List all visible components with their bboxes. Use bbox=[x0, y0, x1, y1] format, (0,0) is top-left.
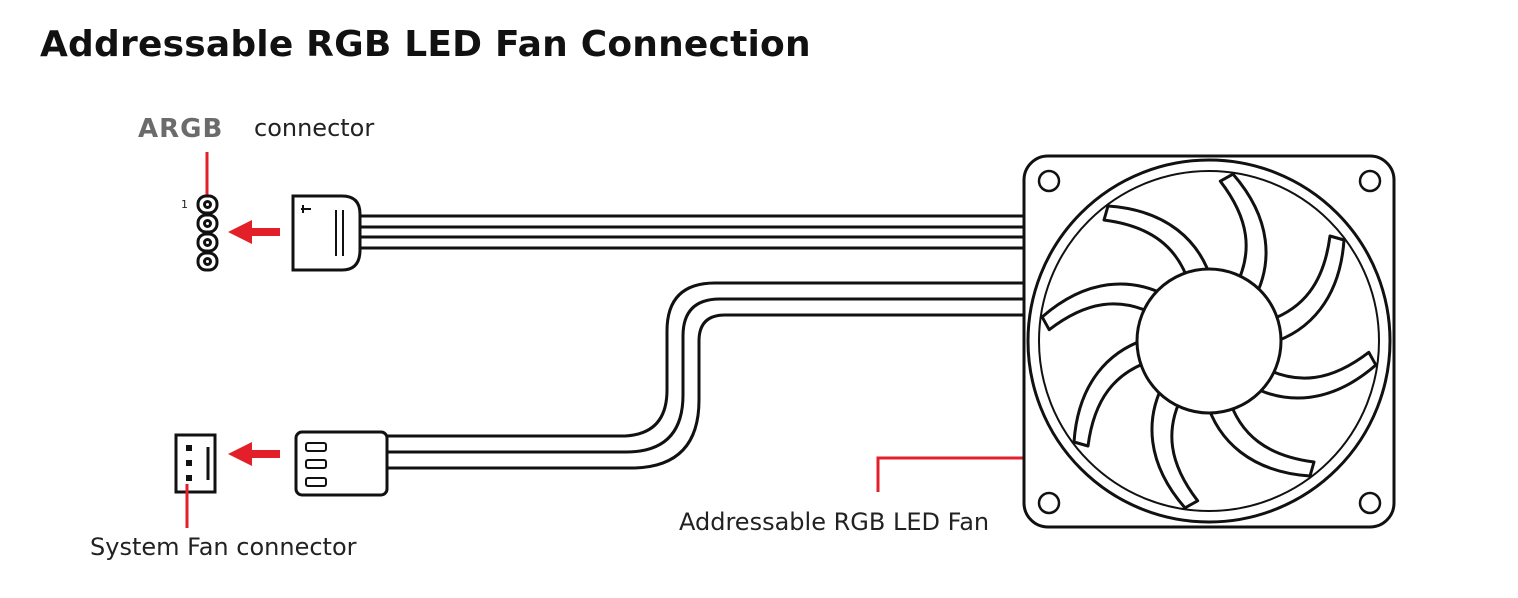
system-fan-header bbox=[174, 433, 217, 528]
pin-one-marker: 1 bbox=[181, 198, 188, 211]
fan-blades bbox=[1040, 172, 1378, 510]
mounting-hole bbox=[1037, 491, 1061, 515]
argb-fan-pointer-line bbox=[876, 456, 1046, 492]
system-fan-connector-label: System Fan connector bbox=[90, 533, 357, 561]
mounting-hole bbox=[1358, 491, 1382, 515]
fan-cable bbox=[386, 281, 1026, 470]
system-fan-arrow bbox=[228, 442, 280, 466]
argb-plug bbox=[291, 194, 362, 272]
argb-fan bbox=[1022, 154, 1396, 529]
argb-arrow bbox=[228, 220, 280, 244]
argb-fan-label: Addressable RGB LED Fan bbox=[679, 508, 990, 536]
argb-header bbox=[196, 152, 219, 272]
mounting-hole bbox=[1358, 169, 1382, 193]
argb-cable bbox=[360, 214, 1026, 250]
fan-hub bbox=[1135, 267, 1283, 415]
mounting-hole bbox=[1037, 169, 1061, 193]
argb-connector-label: connector bbox=[254, 114, 375, 142]
argb-label: ARGB bbox=[138, 114, 224, 144]
system-fan-plug bbox=[294, 430, 389, 497]
page-title: Addressable RGB LED Fan Connection bbox=[40, 24, 811, 65]
